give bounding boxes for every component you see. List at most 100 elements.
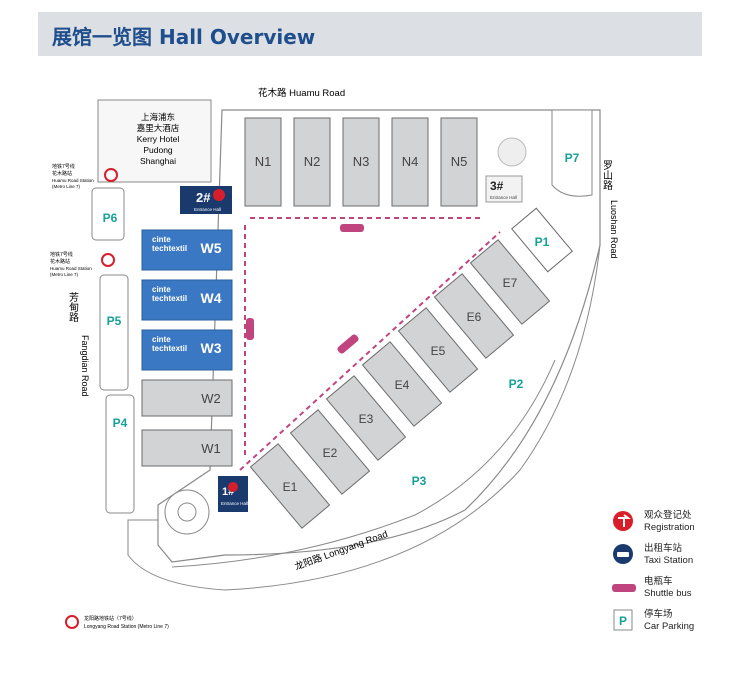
luoshan-road-en: Luoshan Road (609, 200, 619, 259)
west-halls: cinte techtextil cinte techtextil cinte … (141, 229, 233, 467)
p1-label: P1 (535, 235, 550, 249)
page-title: 展馆一览图 Hall Overview (52, 25, 316, 49)
metro-icon (65, 615, 79, 629)
hall-w4[interactable] (141, 279, 233, 321)
legend-parking-cn: 停车场 (644, 609, 673, 620)
p2-label: P2 (509, 377, 524, 391)
hall-n4[interactable] (391, 117, 429, 207)
legend-shuttle-cn: 电瓶车 (644, 576, 673, 587)
metro-mid-label-4: (Metro Line 7) (50, 272, 79, 277)
hall-w3-label: W3 (201, 340, 222, 356)
parking-icon-letter: P (619, 614, 627, 628)
north-roundabout (497, 137, 527, 167)
entrance-1-label: Entrance Hall (221, 501, 248, 506)
hall-n1[interactable] (244, 117, 282, 207)
registration-icon (613, 511, 633, 531)
longyang-road-label: 龙阳路 Longyang Road (293, 528, 389, 573)
hall-w5-label: W5 (201, 240, 222, 256)
kerry-hotel-block (97, 99, 212, 183)
hall-e4[interactable] (361, 341, 443, 427)
p4-label: P4 (113, 416, 128, 430)
entrance-2-number: 2# (196, 190, 211, 205)
hall-e2[interactable] (289, 409, 371, 495)
legend-taxi-cn: 出租车站 (644, 543, 683, 554)
hall-n3[interactable] (342, 117, 380, 207)
shuttle-bus-icon (612, 584, 636, 592)
shuttle-bus-icon (246, 318, 254, 340)
legend-parking-en: Car Parking (644, 621, 695, 632)
legend-shuttle-en: Shuttle bus (644, 588, 692, 599)
hall-e6[interactable] (433, 273, 515, 359)
title-bar: 展馆一览图 Hall Overview (38, 12, 702, 56)
metro-icon (101, 253, 115, 267)
hotel-name-5: Shanghai (140, 156, 176, 166)
north-halls: N1 N2 N3 N4 N5 (244, 117, 478, 207)
hall-w1[interactable] (141, 429, 233, 467)
south-roundabout-inner (177, 502, 197, 522)
legend-taxi-en: Taxi Station (644, 555, 694, 566)
hall-n4-label: N4 (402, 154, 419, 169)
fangdian-road-cn: 芳甸路 (67, 291, 79, 323)
hall-e5[interactable] (397, 307, 479, 393)
hall-w4-label: W4 (201, 290, 222, 306)
hotel-name-2: 嘉里大酒店 (137, 123, 180, 133)
metro-top-label-3: Huamu Road Station (52, 178, 94, 183)
p1-lot (511, 207, 573, 273)
hall-e3-label: E3 (359, 412, 374, 426)
metro-top-label-4: (Metro Line 7) (52, 184, 81, 189)
hall-w1-label: W1 (201, 441, 221, 456)
p6-lot (91, 187, 125, 241)
hotel-name-1: 上海浦东 (141, 112, 175, 122)
hall-e3[interactable] (325, 375, 407, 461)
entrance-hall-2[interactable] (180, 186, 232, 214)
fangdian-road-en: Fangdian Road (80, 335, 90, 397)
hall-e5-label: E5 (431, 344, 446, 358)
taxi-icon (613, 544, 633, 564)
hall-e4-label: E4 (395, 378, 410, 392)
hall-e7[interactable] (469, 239, 551, 325)
p5-lot (99, 274, 129, 391)
p5-label: P5 (107, 314, 122, 328)
longyang-road-edge (171, 359, 556, 568)
hall-w3[interactable] (141, 329, 233, 371)
hall-n5[interactable] (440, 117, 478, 207)
p7-label: P7 (565, 151, 580, 165)
hall-w2-label: W2 (201, 391, 221, 406)
registration-marker (213, 189, 225, 201)
entrance-hall-3[interactable] (485, 175, 523, 203)
hall-w5[interactable] (141, 229, 233, 271)
hall-e7-label: E7 (503, 276, 518, 290)
entrance-3-label: Entrance Hall (490, 195, 517, 200)
hotel-name-3: Kerry Hotel (137, 134, 180, 144)
hotel-name-4: Pudong (143, 145, 173, 155)
metro-icon (104, 168, 118, 182)
luoshan-road-cn: 罗山路 (601, 160, 613, 191)
hall-n3-label: N3 (353, 154, 370, 169)
shuttle-bus-icon (337, 334, 359, 354)
w3-brand-1: cinte (152, 335, 171, 344)
legend-registration-en: Registration (644, 522, 695, 533)
hall-n1-label: N1 (255, 154, 272, 169)
metro-mid-label-2: 花木路站 (50, 258, 70, 265)
metro-bottom-label-2: Longyang Road Station (Metro Line 7) (84, 624, 169, 630)
w4-brand-1: cinte (152, 285, 171, 294)
shuttle-route (239, 217, 501, 471)
hall-e1[interactable] (249, 443, 331, 529)
hall-w2[interactable] (141, 379, 233, 417)
hall-e1-label: E1 (283, 480, 298, 494)
east-halls: E1 E2 E3 E4 E5 E6 E7 (249, 207, 573, 529)
hall-e2-label: E2 (323, 446, 338, 460)
hall-n2-label: N2 (304, 154, 321, 169)
site-boundary (157, 109, 601, 563)
hall-n2[interactable] (293, 117, 331, 207)
metro-bottom-label-1: 龙阳路地铁站（7号线） (84, 615, 137, 622)
w3-brand-2: techtextil (152, 344, 187, 353)
p4-lot (105, 394, 135, 514)
p3-label: P3 (412, 474, 427, 488)
